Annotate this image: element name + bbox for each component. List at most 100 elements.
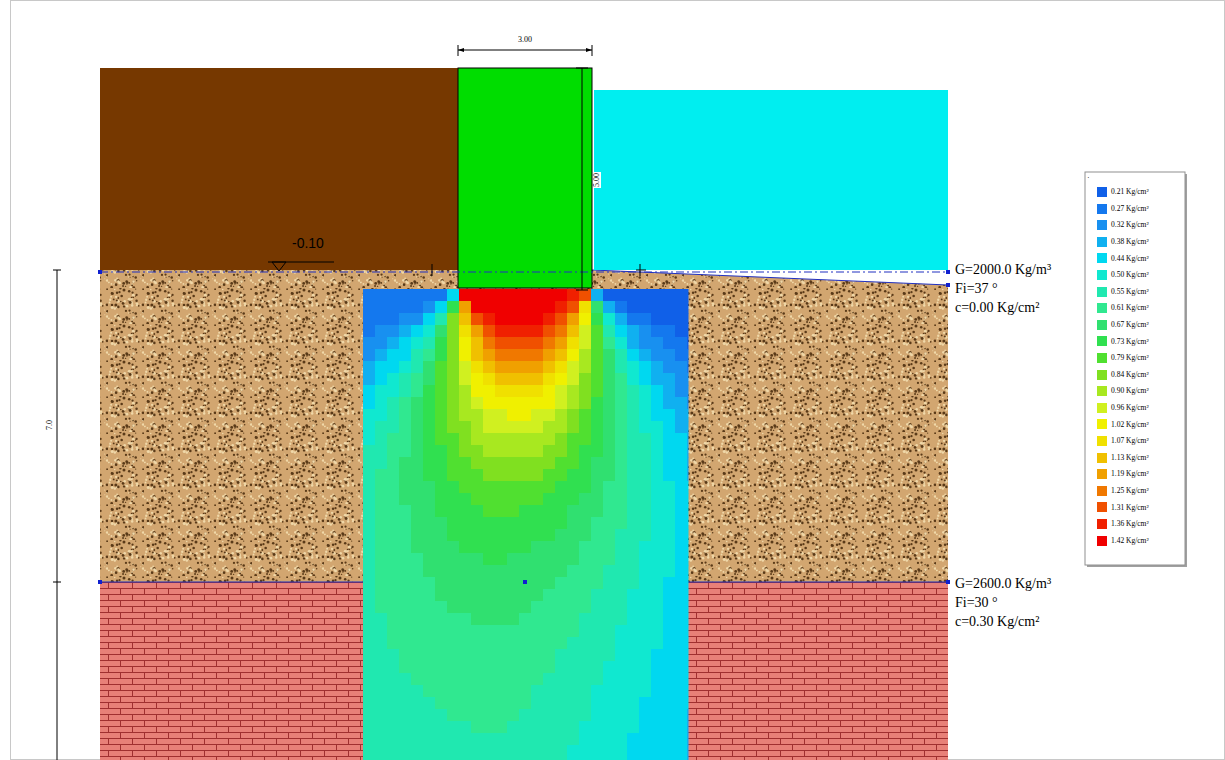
stress-cell [375, 613, 388, 626]
stress-cell [447, 565, 460, 578]
legend-entry: 0.79 Kg/cm² [1097, 353, 1149, 363]
stress-cell [495, 337, 508, 350]
stress-cell [483, 637, 496, 650]
legend-swatch [1097, 187, 1107, 197]
stress-cell [519, 301, 532, 314]
stress-cell [531, 685, 544, 698]
stress-cell [411, 733, 424, 746]
stress-cell [423, 397, 436, 410]
stress-cell [579, 529, 592, 542]
stress-cell [387, 541, 400, 554]
stress-cell [651, 745, 664, 758]
stress-cell [687, 301, 689, 314]
stress-cell [363, 601, 376, 614]
stress-cell [423, 349, 436, 362]
stress-cell [447, 469, 460, 482]
stress-cell [567, 613, 580, 626]
stress-cell [627, 721, 640, 734]
stress-cell [399, 325, 412, 338]
stress-cell [447, 529, 460, 542]
legend-label: 0.27 Kg/cm² [1111, 205, 1149, 213]
stress-cell [507, 409, 520, 422]
stress-cell [651, 289, 664, 302]
stress-cell [579, 337, 592, 350]
stress-cell [591, 745, 604, 758]
legend-entry: 1.13 Kg/cm² [1097, 453, 1149, 463]
stress-cell [387, 529, 400, 542]
stress-cell [459, 601, 472, 614]
stress-cell [651, 709, 664, 722]
stress-cell [447, 385, 460, 398]
stress-cell [435, 469, 448, 482]
stress-cell [627, 709, 640, 722]
stress-cell [639, 445, 652, 458]
stress-cell [435, 673, 448, 686]
stress-cell [555, 397, 568, 410]
stress-cell [507, 337, 520, 350]
stress-cell [507, 721, 520, 734]
stress-cell [687, 337, 689, 350]
stress-cell [531, 757, 544, 760]
stress-cell [663, 709, 676, 722]
stress-cell [531, 409, 544, 422]
stress-cell [603, 301, 616, 314]
stress-cell [363, 733, 376, 746]
stress-cell [387, 589, 400, 602]
stress-cell [411, 625, 424, 638]
stress-cell [675, 649, 688, 662]
stress-cell [411, 589, 424, 602]
stress-cell [435, 757, 448, 760]
stress-cell [591, 577, 604, 590]
stress-cell [519, 685, 532, 698]
stress-cell [603, 757, 616, 760]
stress-cell [447, 289, 460, 302]
stress-cell [531, 373, 544, 386]
stress-cell [579, 709, 592, 722]
dimension-line [458, 45, 592, 56]
stress-cell [399, 385, 412, 398]
stress-cell [615, 709, 628, 722]
stress-cell [579, 625, 592, 638]
stress-cell [663, 649, 676, 662]
tick-mark [432, 264, 646, 276]
stress-cell [507, 325, 520, 338]
stress-cell [615, 289, 628, 302]
legend-entry: 0.55 Kg/cm² [1097, 287, 1149, 297]
stress-cell [639, 721, 652, 734]
stress-cell [615, 697, 628, 710]
node-marker [946, 283, 950, 287]
stress-cell [543, 565, 556, 578]
stress-cell [675, 637, 688, 650]
stress-cell [471, 565, 484, 578]
stress-cell [567, 577, 580, 590]
stress-cell [447, 421, 460, 434]
stress-cell [435, 553, 448, 566]
legend-entry: 0.96 Kg/cm² [1097, 403, 1149, 413]
stress-cell [375, 505, 388, 518]
stress-cell [423, 493, 436, 506]
stress-cell [555, 541, 568, 554]
stress-cell [507, 469, 520, 482]
stress-cell [639, 373, 652, 386]
stress-cell [615, 733, 628, 746]
stress-cell [507, 709, 520, 722]
stress-cell [483, 661, 496, 674]
stress-cell [579, 565, 592, 578]
stress-cell [411, 301, 424, 314]
legend-entry: 0.67 Kg/cm² [1097, 320, 1149, 330]
stress-cell [363, 337, 376, 350]
stress-cell [399, 553, 412, 566]
stress-cell [507, 349, 520, 362]
stress-cell [435, 541, 448, 554]
stress-cell [675, 325, 688, 338]
stress-cell [639, 649, 652, 662]
legend-entry: 0.84 Kg/cm² [1097, 370, 1149, 380]
stress-cell [411, 469, 424, 482]
stress-cell [591, 673, 604, 686]
stress-cell [471, 613, 484, 626]
stress-cell [687, 673, 689, 686]
stress-cell [627, 733, 640, 746]
stress-cell [459, 385, 472, 398]
stress-cell [531, 361, 544, 374]
stress-cell [375, 673, 388, 686]
